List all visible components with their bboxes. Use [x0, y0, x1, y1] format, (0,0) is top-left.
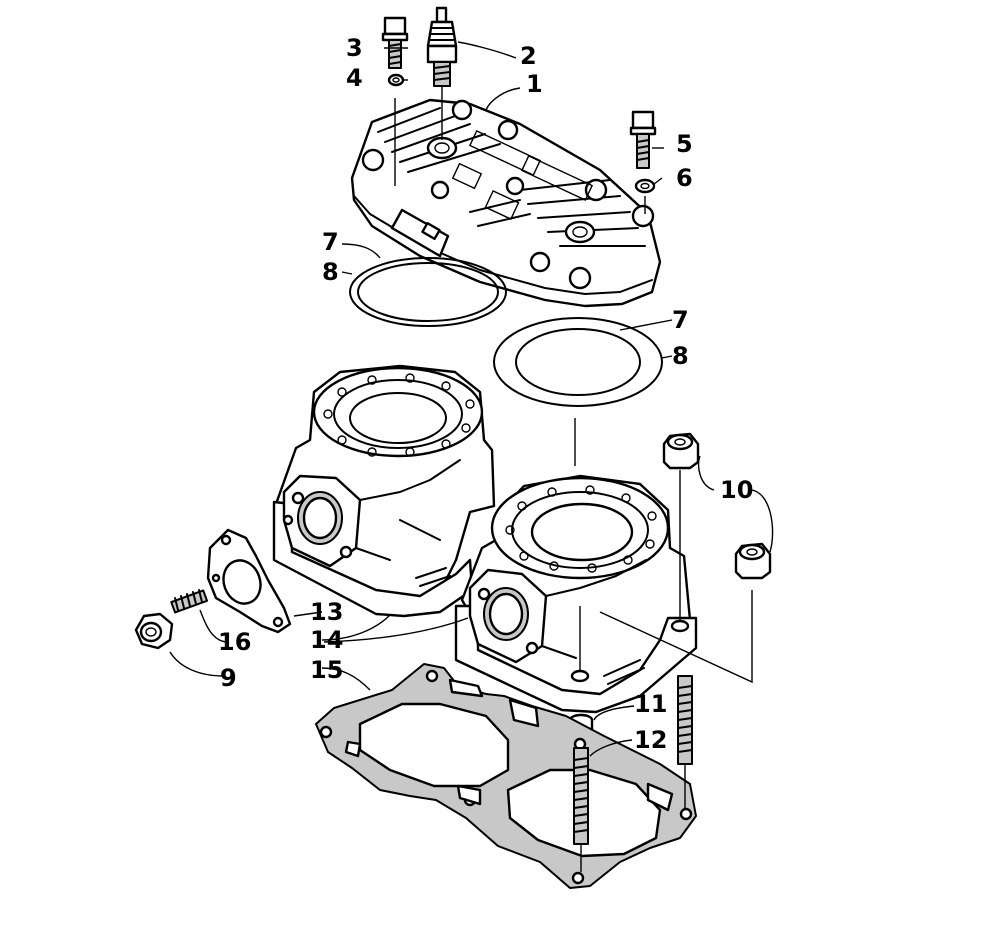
- head-cooling-fins: [377, 107, 646, 247]
- o-ring-right: [493, 317, 663, 407]
- cylinder-head: [350, 98, 662, 308]
- spark-plug-seat: [426, 136, 596, 244]
- callout-1: 1: [526, 70, 543, 98]
- callout-7-lower: 7: [672, 306, 689, 334]
- sealing-washer: [387, 73, 405, 87]
- head-bolt: [381, 16, 409, 69]
- washer: [634, 178, 656, 194]
- callout-8-lower: 8: [672, 342, 689, 370]
- head-bolt-bosses: [361, 99, 655, 290]
- head-bolt-short: [629, 110, 657, 169]
- callout-12: 12: [634, 726, 667, 754]
- spark-plug: [426, 6, 458, 140]
- exhaust-stud: [170, 589, 209, 614]
- callout-5: 5: [676, 130, 693, 158]
- callout-9: 9: [220, 664, 237, 692]
- cylinder-nut-top: [662, 432, 700, 622]
- cylinder-left-stud-holes: [323, 373, 475, 457]
- callout-8-upper: 8: [322, 258, 339, 286]
- cylinder-stud-rear: [677, 675, 693, 808]
- flange-nut: [134, 612, 174, 650]
- callout-14: 14: [310, 626, 343, 654]
- callout-15: 15: [310, 656, 343, 684]
- o-ring-left: [349, 257, 507, 327]
- exhaust-gasket: [206, 528, 292, 634]
- callout-11: 11: [634, 690, 667, 718]
- temperature-sensor: [390, 208, 450, 258]
- cylinder-nut-side: [599, 542, 772, 684]
- cylinder-right: [454, 474, 698, 714]
- callout-10: 10: [720, 476, 753, 504]
- callout-4: 4: [346, 64, 363, 92]
- cylinder-left: [272, 364, 496, 618]
- head-cast-lettering: [451, 130, 594, 221]
- callout-7-upper: 7: [322, 228, 339, 256]
- cylinder-right-stud-holes: [505, 485, 657, 573]
- callout-3: 3: [346, 34, 363, 62]
- callout-16: 16: [218, 628, 251, 656]
- leader-lines: [169, 41, 774, 757]
- cylinder-stud-front: [573, 747, 589, 872]
- callout-6: 6: [676, 164, 693, 192]
- callout-13: 13: [310, 598, 343, 626]
- callout-labels: 1 2 3 4 5 6 7 8 7 8 9 10 11 12 13 14 15 …: [218, 34, 753, 754]
- callout-2: 2: [520, 42, 537, 70]
